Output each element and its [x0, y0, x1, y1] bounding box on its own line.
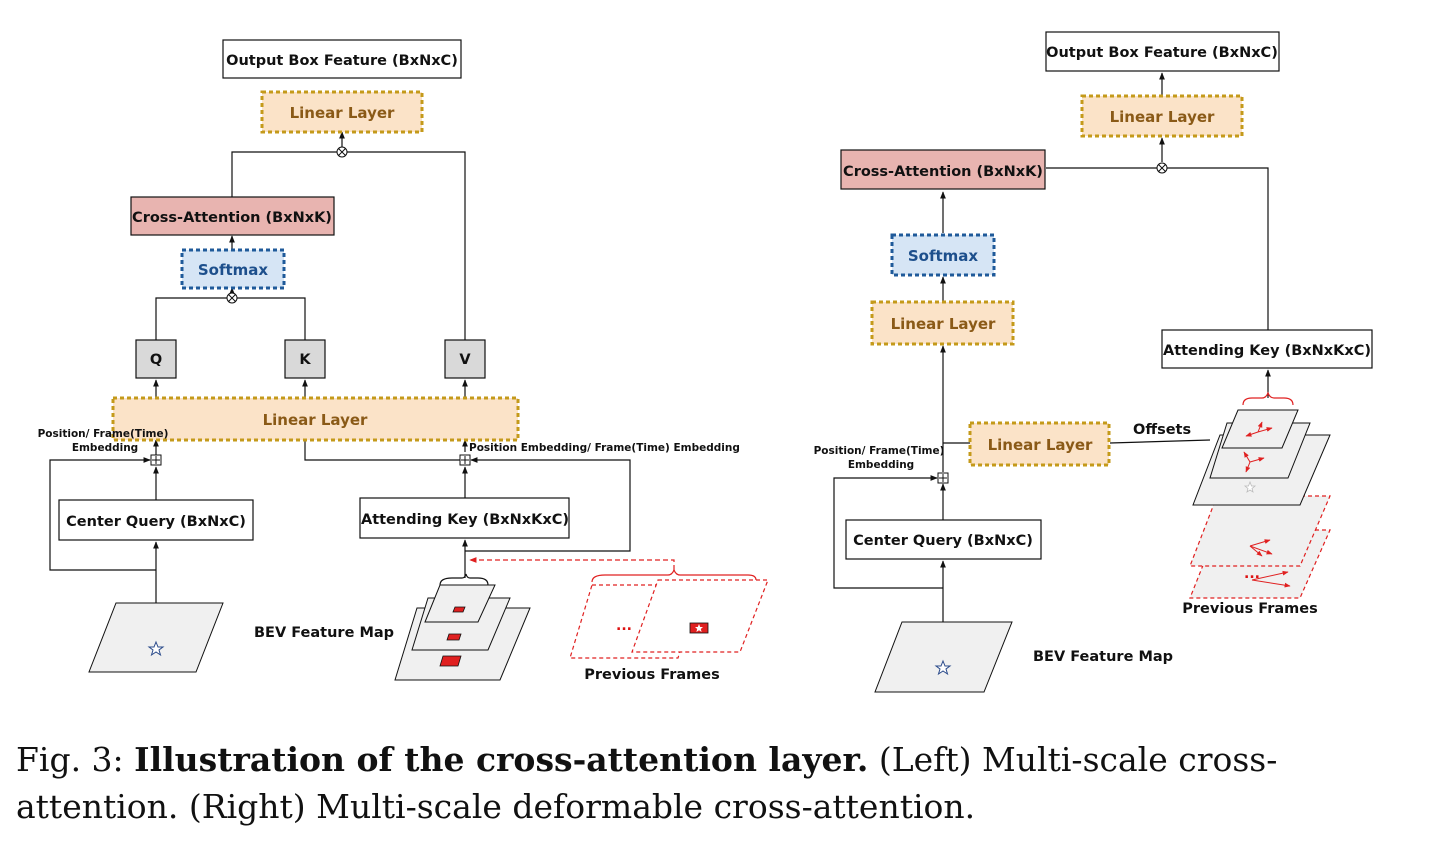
softmax-label: Softmax — [908, 247, 979, 265]
output-box-feature — [222, 39, 462, 79]
star-icon — [695, 624, 703, 632]
v-box — [444, 339, 486, 379]
sampling-offsets-icon — [1243, 421, 1291, 588]
output-box-label: Output Box Feature (BxNxC) — [1046, 45, 1278, 61]
center-query-box — [58, 499, 254, 541]
linear-layer-top — [260, 90, 424, 134]
position-embedding-label: Position/ Frame(Time) — [814, 445, 945, 457]
multiply-icon — [336, 146, 348, 158]
embedding-label: Embedding — [848, 459, 914, 471]
caption-title: Illustration of the cross-attention laye… — [134, 740, 869, 779]
center-query-label: Center Query (BxNxC) — [66, 514, 246, 530]
ellipsis-label: ... — [1244, 566, 1260, 582]
red-patch-icon — [452, 606, 466, 613]
previous-frames-arrow — [469, 557, 675, 570]
position-frame-embedding-label: Position Embedding/ Frame(Time) Embeddin… — [469, 442, 740, 454]
red-patch-icon — [446, 633, 462, 641]
bracket-icon — [439, 573, 489, 586]
query-star-icon — [934, 659, 952, 676]
cross-attention-box — [840, 149, 1046, 190]
previous-frames-label: Previous Frames — [584, 667, 719, 683]
cross-attention-diagram: Output Box Feature (BxNxC) Linear Layer … — [38, 31, 1373, 693]
linear-layer-mid — [870, 300, 1015, 346]
center-query-label: Center Query (BxNxC) — [853, 533, 1033, 549]
k-box — [284, 339, 326, 379]
multi-scale-feature-stack — [1192, 409, 1331, 506]
linear-layer-main — [111, 396, 520, 442]
softmax-box — [180, 248, 286, 290]
red-patch-icon — [439, 655, 462, 667]
attending-key-label: Attending Key (BxNxKxC) — [361, 512, 569, 528]
attending-key-box — [359, 497, 570, 539]
right-diagram — [833, 72, 1271, 672]
bev-feature-map-label: BEV Feature Map — [1033, 649, 1173, 665]
k-label: K — [299, 352, 311, 368]
linear-layer-label: Linear Layer — [891, 315, 996, 333]
linear-layer-label: Linear Layer — [263, 411, 368, 429]
output-box-label: Output Box Feature (BxNxC) — [226, 53, 458, 69]
embedding-label: Embedding — [72, 442, 138, 454]
cross-attention-label: Cross-Attention (BxNxK) — [132, 210, 332, 226]
linear-layer-top — [1080, 94, 1244, 138]
linear-layer-offsets — [968, 421, 1111, 467]
bev-feature-map — [874, 621, 1013, 693]
previous-frames-label: Previous Frames — [1182, 601, 1317, 617]
caption-prefix: Fig. 3: — [16, 740, 135, 779]
figure-caption: Fig. 3: Illustration of the cross-attent… — [16, 736, 1416, 830]
add-icon — [459, 454, 471, 466]
previous-frames-stack — [569, 579, 769, 659]
attending-key-box — [1161, 329, 1373, 369]
add-icon — [150, 454, 162, 466]
bev-feature-map — [88, 602, 224, 673]
multi-scale-feature-stack — [394, 584, 531, 681]
bev-feature-map-label: BEV Feature Map — [254, 625, 394, 641]
star-icon — [1243, 480, 1257, 493]
softmax-label: Softmax — [198, 261, 269, 279]
multiply-icon — [1156, 162, 1168, 174]
red-bracket-icon — [1242, 391, 1294, 406]
linear-layer-label: Linear Layer — [988, 436, 1093, 454]
add-icon — [937, 472, 949, 484]
q-label: Q — [150, 352, 162, 368]
center-query-box — [845, 519, 1042, 560]
multiply-icon — [226, 292, 238, 304]
cross-attention-box — [130, 196, 335, 236]
linear-layer-label: Linear Layer — [290, 104, 395, 122]
position-embedding-label: Position/ Frame(Time) — [38, 428, 169, 440]
offsets-label: Offsets — [1133, 422, 1191, 438]
output-box-feature — [1045, 31, 1280, 72]
softmax-box — [890, 233, 996, 277]
ellipsis-label: ... — [616, 618, 632, 634]
linear-layer-label: Linear Layer — [1110, 108, 1215, 126]
previous-frames-stack — [1189, 495, 1331, 599]
cross-attention-label: Cross-Attention (BxNxK) — [843, 164, 1043, 180]
caption-body: (Left) Multi-scale cross-attention. (Rig… — [16, 740, 1278, 826]
v-label: V — [459, 352, 471, 368]
q-box — [135, 339, 177, 379]
query-star-icon — [147, 640, 165, 657]
attending-key-label: Attending Key (BxNxKxC) — [1163, 343, 1371, 359]
